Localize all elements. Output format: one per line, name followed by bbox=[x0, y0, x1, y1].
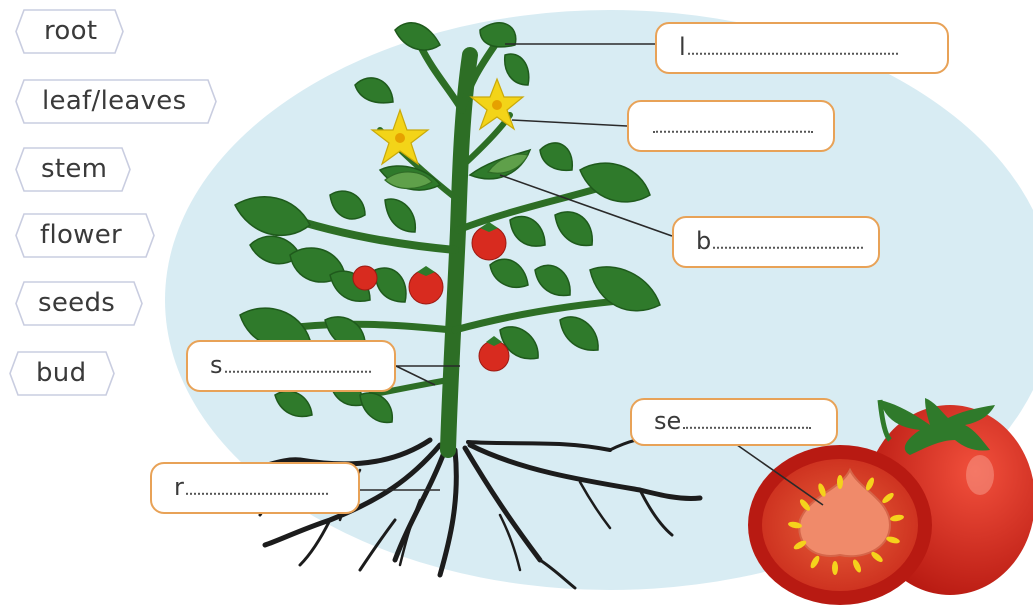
tomato-cross-section bbox=[748, 445, 932, 605]
word-leaf-leaves: leaf/leaves bbox=[42, 88, 186, 114]
answer-hint-bud: b bbox=[696, 229, 863, 253]
answer-box-flower[interactable] bbox=[627, 100, 835, 152]
answer-box-root[interactable]: r bbox=[150, 462, 360, 514]
answer-box-stem[interactable]: s bbox=[186, 340, 396, 392]
word-tag-leaf-leaves: leaf/leaves bbox=[14, 78, 218, 125]
word-tag-bud: bud bbox=[8, 350, 116, 397]
word-flower: flower bbox=[40, 222, 122, 248]
word-bud: bud bbox=[36, 360, 86, 386]
word-tag-stem: stem bbox=[14, 146, 132, 193]
word-root: root bbox=[44, 18, 97, 44]
answer-hint-stem: s bbox=[210, 353, 371, 377]
word-tag-flower: flower bbox=[14, 212, 156, 259]
answer-hint-root: r bbox=[174, 475, 328, 499]
answer-box-bud[interactable]: b bbox=[672, 216, 880, 268]
word-tag-seeds: seeds bbox=[14, 280, 144, 327]
word-seeds: seeds bbox=[38, 290, 115, 316]
answer-box-seeds[interactable]: se bbox=[630, 398, 838, 446]
answer-hint-seeds: se bbox=[654, 409, 811, 433]
word-stem: stem bbox=[41, 156, 107, 182]
answer-hint-flower bbox=[651, 113, 813, 137]
word-tag-root: root bbox=[14, 8, 125, 55]
answer-box-leaf[interactable]: l bbox=[655, 22, 949, 74]
answer-hint-leaf: l bbox=[679, 35, 898, 59]
